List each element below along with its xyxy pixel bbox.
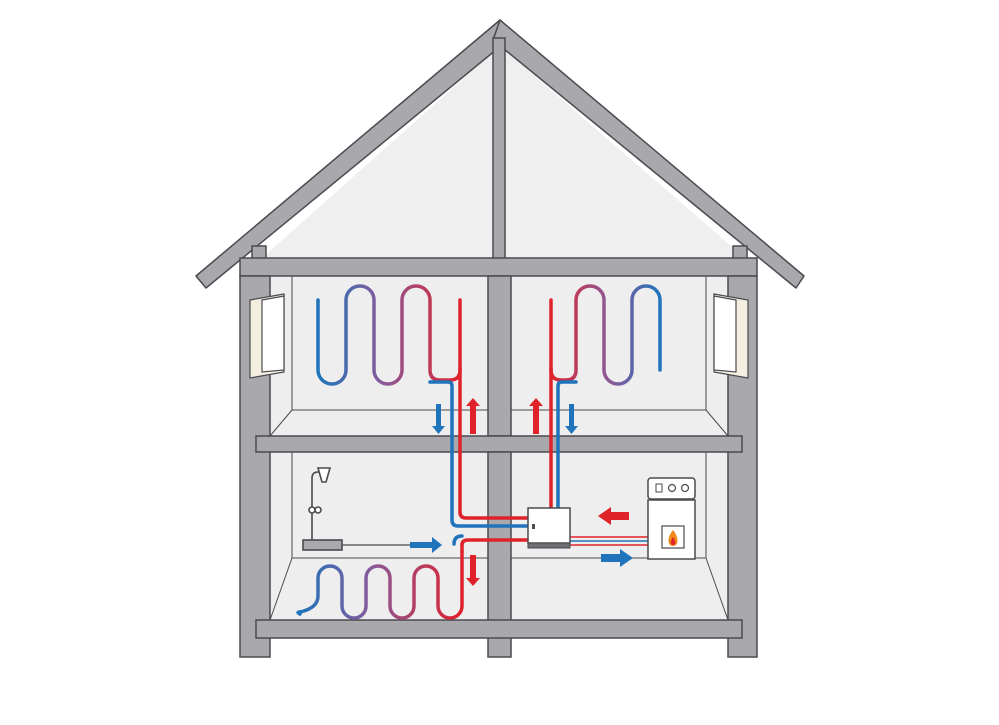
building-structure xyxy=(239,245,758,658)
rooms xyxy=(269,276,729,622)
upper-right-room xyxy=(511,276,729,437)
flow-arrows xyxy=(410,398,633,586)
middle-floor-slab xyxy=(255,435,743,453)
upper-left-supply-pipe xyxy=(458,366,530,520)
flow-arrow-icon xyxy=(432,404,445,434)
ceiling-slab xyxy=(239,257,758,277)
flow-arrow-icon xyxy=(410,537,442,553)
distribution-manifold-icon xyxy=(527,507,571,549)
shower-icon xyxy=(302,467,410,551)
flow-arrow-icon xyxy=(565,404,578,434)
boiler-connection-pipes xyxy=(570,536,652,546)
center-wall-upper xyxy=(487,275,512,437)
flow-arrow-icon xyxy=(601,549,633,567)
upper-right-heating-loop xyxy=(549,284,662,386)
center-wall-lower xyxy=(487,451,512,658)
attic-center-post xyxy=(492,37,506,261)
left-window xyxy=(249,293,285,379)
ground-floor-return-link xyxy=(452,534,464,546)
upper-left-return-pipe xyxy=(428,380,530,528)
ground-floor-slab xyxy=(255,619,743,639)
flow-arrow-icon xyxy=(466,555,480,586)
flow-arrow-icon xyxy=(529,398,543,434)
ground-floor-heating-loop xyxy=(298,550,464,620)
roof xyxy=(195,19,805,289)
flow-arrow-icon xyxy=(466,398,480,434)
roof-right-slope xyxy=(492,19,805,289)
boiler-icon xyxy=(647,477,696,560)
flow-arrow-icon xyxy=(598,507,629,525)
ground-floor-supply-pipe xyxy=(460,538,530,554)
upper-left-heating-loop xyxy=(316,284,462,386)
upper-right-return-pipe xyxy=(556,380,578,512)
distribution-pipes xyxy=(296,366,578,616)
underfloor-heating-loops xyxy=(298,284,662,620)
ground-floor-return-pipe xyxy=(296,610,302,616)
right-window xyxy=(713,293,749,379)
upper-left-room xyxy=(269,276,488,437)
